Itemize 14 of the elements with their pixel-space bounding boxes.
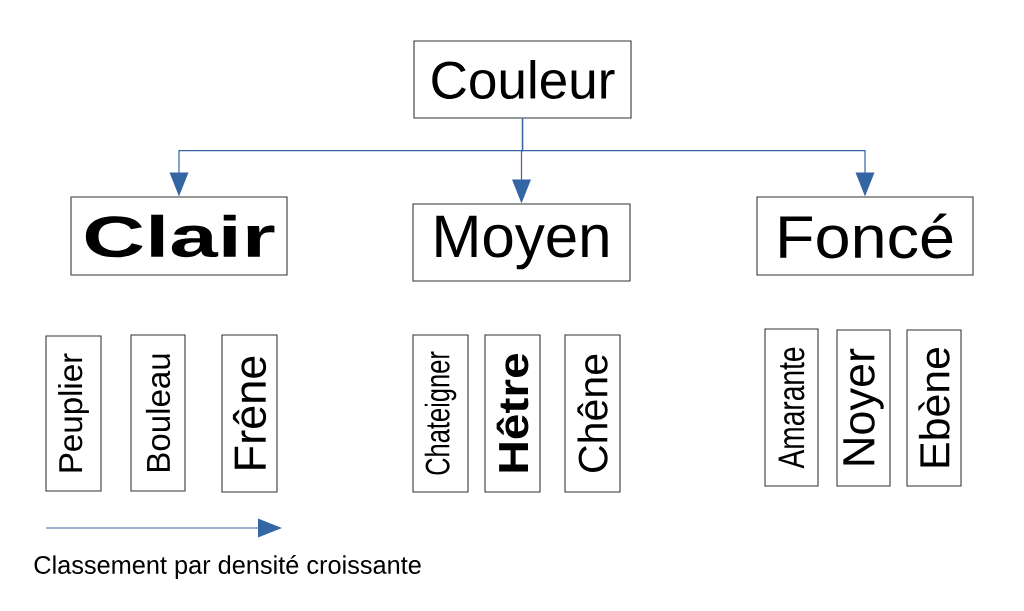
category-box: Moyen	[412, 203, 631, 282]
vertical-label-box: Frêne	[221, 334, 278, 493]
vertical-label-box: Noyer	[836, 329, 891, 487]
category-box: Clair	[70, 196, 288, 276]
vertical-label-box: Ebène	[906, 329, 962, 487]
vertical-label-box: Chateigner	[412, 334, 469, 493]
vertical-label-box: Peuplier	[45, 335, 102, 492]
caption-text: Classement par densité croissante	[34, 555, 421, 579]
vertical-label-box: Bouleau	[130, 334, 186, 492]
vertical-label-box: Hêtre	[484, 334, 541, 493]
vertical-label-box: Chêne	[564, 334, 621, 493]
category-box: Foncé	[756, 196, 974, 276]
vertical-label-box: Amarante	[764, 328, 819, 487]
root-box: Couleur	[413, 40, 632, 119]
